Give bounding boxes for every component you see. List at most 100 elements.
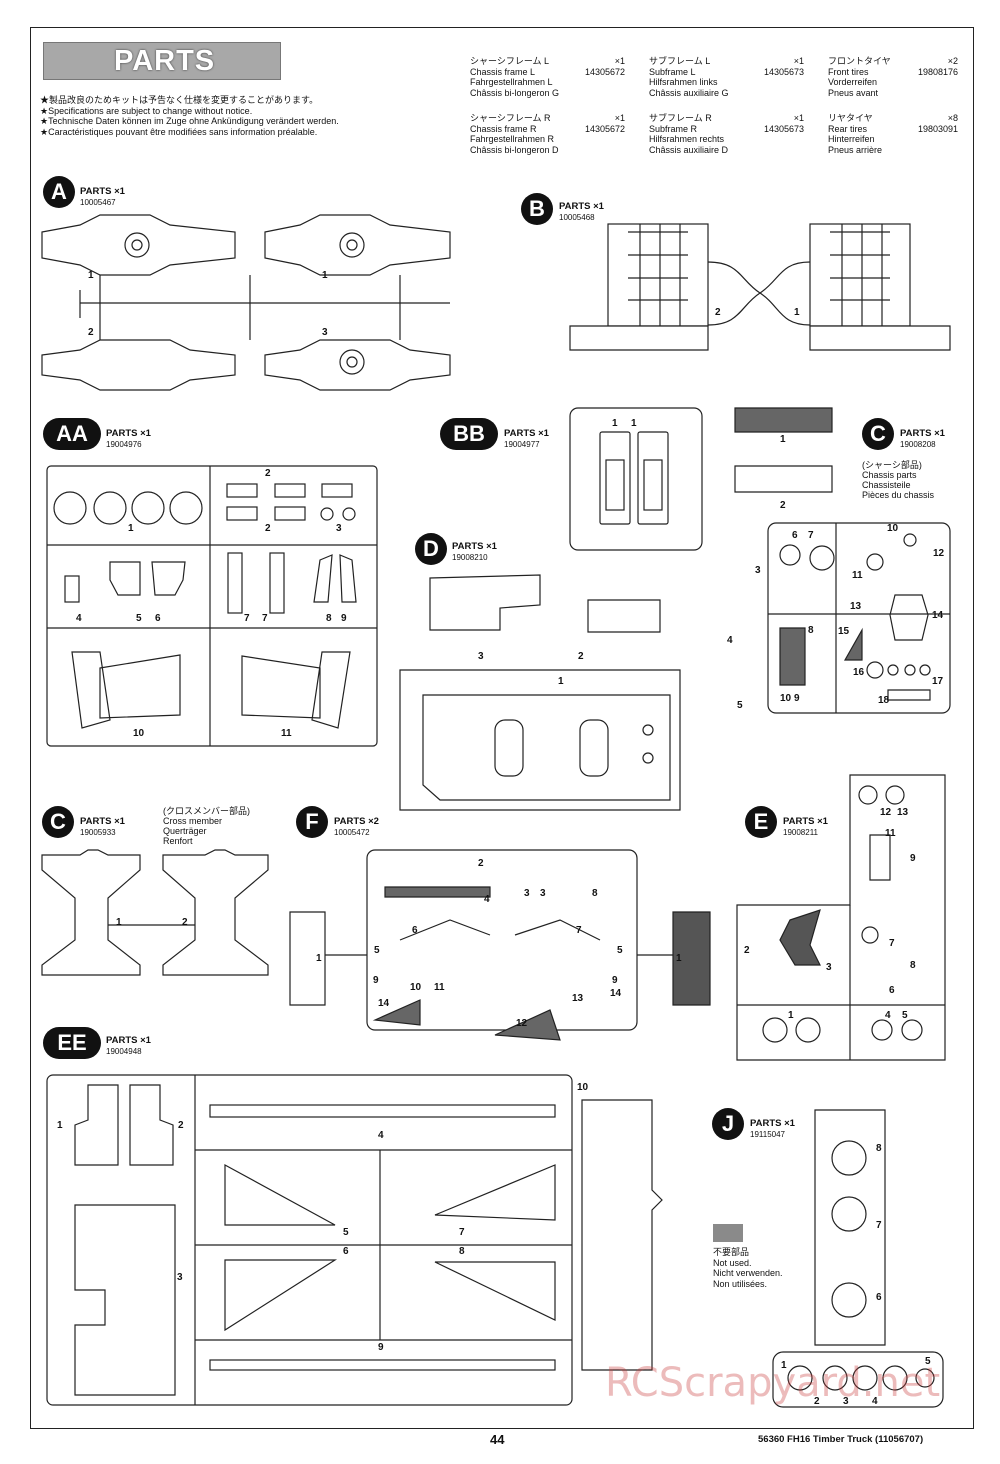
callout: 5 xyxy=(343,1227,349,1238)
callout: 5 xyxy=(925,1356,931,1367)
sprue-bb-badge: BB xyxy=(440,418,498,450)
callout: 2 xyxy=(578,651,584,662)
page-frame xyxy=(30,27,974,1429)
sprue-aa-drawing xyxy=(46,465,378,747)
callout: 9 xyxy=(910,853,916,864)
callout: 13 xyxy=(897,807,909,818)
callout: 4 xyxy=(378,1130,384,1141)
callout: 2 xyxy=(814,1396,820,1407)
spec-notes: ★製品改良のためキットは予告なく仕様を変更することがあります。 ★Specifi… xyxy=(40,95,339,137)
callout: 5 xyxy=(737,700,743,711)
callout: 1 xyxy=(558,676,564,687)
sprue-c-cross-badge: C xyxy=(42,806,74,838)
callout: 9 xyxy=(378,1342,384,1353)
callout: 7 xyxy=(889,938,895,949)
callout: 1 xyxy=(631,418,637,429)
callout: 12 xyxy=(933,548,945,559)
callout: 2 xyxy=(182,917,188,928)
callout: 8 xyxy=(808,625,814,636)
callout: 12 xyxy=(516,1018,528,1029)
sprue-f-drawing xyxy=(289,849,711,1041)
callout: 7 xyxy=(244,613,250,624)
callout: 6 xyxy=(889,985,895,996)
callout: 6 xyxy=(343,1246,349,1257)
callout: 16 xyxy=(853,667,865,678)
callout: 6 xyxy=(412,925,418,936)
sprue-j-drawing xyxy=(772,1109,944,1408)
sprue-e-badge: E xyxy=(745,806,777,838)
not-used-swatch xyxy=(713,1224,743,1242)
callout: 11 xyxy=(852,570,863,581)
callout: 12 xyxy=(880,807,892,818)
callout: 1 xyxy=(57,1120,63,1131)
sprue-ee-drawing xyxy=(46,1074,663,1406)
callout: 3 xyxy=(843,1396,849,1407)
model-footer: 56360 FH16 Timber Truck (11056707) xyxy=(758,1434,924,1445)
callout: 3 xyxy=(540,888,546,899)
callout: 11 xyxy=(281,728,292,739)
callout: 2 xyxy=(265,523,271,534)
sprue-e-drawing xyxy=(736,774,946,1061)
callout: 10 xyxy=(887,523,899,534)
sprue-b-badge: B xyxy=(521,193,553,225)
callout: 2 xyxy=(265,468,271,479)
callout: 3 xyxy=(322,327,328,338)
callout: 8 xyxy=(459,1246,465,1257)
callout: 1 xyxy=(128,523,134,534)
callout: 2 xyxy=(744,945,750,956)
callout: 7 xyxy=(459,1227,465,1238)
callout: 1 xyxy=(781,1360,787,1371)
callout: 3 xyxy=(177,1272,183,1283)
callout: 10 xyxy=(577,1082,589,1093)
sprue-aa-badge: AA xyxy=(43,418,101,450)
callout: 14 xyxy=(932,610,944,621)
callout: 2 xyxy=(478,858,484,869)
callout: 13 xyxy=(572,993,584,1004)
sprue-j-badge: J xyxy=(712,1108,744,1140)
callout: 1 xyxy=(794,307,800,318)
callout: 3 xyxy=(826,962,832,973)
callout: 11 xyxy=(885,828,896,839)
callout: 1 xyxy=(316,953,322,964)
parts-banner: PARTS xyxy=(43,42,281,80)
callout: 5 xyxy=(902,1010,908,1021)
callout: 4 xyxy=(727,635,733,646)
callout: 5 xyxy=(617,945,623,956)
callout: 1 xyxy=(322,270,328,281)
callout: 1 xyxy=(116,917,122,928)
callout: 3 xyxy=(478,651,484,662)
sprue-bb-drawing xyxy=(569,407,703,551)
callout: 18 xyxy=(878,695,890,706)
callout: 1 xyxy=(612,418,618,429)
callout: 9 xyxy=(373,975,379,986)
sprue-a-drawing xyxy=(41,214,451,391)
callout: 2 xyxy=(178,1120,184,1131)
callout: 5 xyxy=(374,945,380,956)
callout: 1 xyxy=(788,1010,794,1021)
callout: 4 xyxy=(872,1396,878,1407)
callout: 6 xyxy=(155,613,161,624)
callout: 1 xyxy=(676,953,682,964)
callout: 1 xyxy=(88,270,94,281)
callout: 11 xyxy=(434,982,445,993)
callout: 2 xyxy=(88,327,94,338)
page-number: 44 xyxy=(490,1432,505,1447)
sprue-ee-badge: EE xyxy=(43,1027,101,1059)
